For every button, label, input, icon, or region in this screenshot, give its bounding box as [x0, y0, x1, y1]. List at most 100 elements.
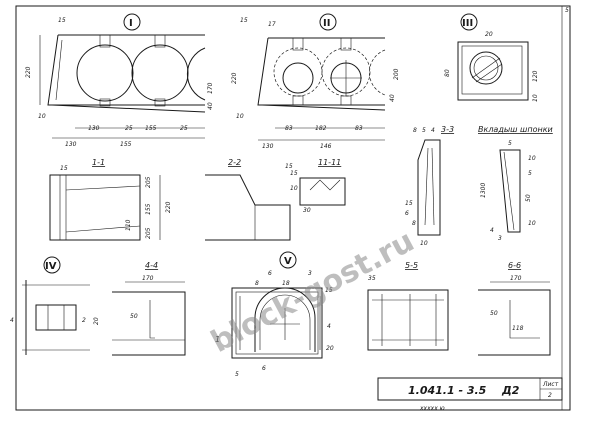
dim-label: 10: [528, 220, 536, 227]
hole-outline-hidden: [273, 47, 323, 97]
dim-label: 8: [412, 220, 416, 227]
key-insert-detail: Вкладыш шпонки 5 1300 10 5 50 10 4 3: [478, 125, 553, 242]
view-marker-circle: [43, 256, 61, 274]
dim-label: 18: [282, 280, 290, 287]
dim-label: 4: [327, 323, 331, 330]
slot: [292, 95, 304, 106]
section-edge: [424, 147, 429, 226]
dim-label: 5: [422, 127, 426, 134]
dim-label: 146: [320, 143, 332, 150]
bottom-stamp: ххххх ю: [419, 405, 445, 412]
section-outline: [478, 289, 551, 356]
dim-label: 50: [490, 310, 498, 317]
dim-label: 10: [532, 94, 539, 102]
dim-label: 15: [60, 165, 68, 172]
section-caption: 3-3: [441, 125, 454, 134]
section-5-5: 5-5 35: [367, 261, 449, 351]
sheet-label: Лист: [542, 381, 559, 388]
dim-label: 182: [315, 125, 327, 132]
dim-label: 80: [444, 69, 451, 77]
block-inner: [235, 291, 319, 355]
dim-label: 40: [389, 94, 396, 102]
panel-outline: [47, 34, 205, 106]
dim-label: 8: [413, 127, 417, 134]
sheet-frame: [15, 5, 571, 411]
dim-label: 4: [431, 127, 435, 134]
dim-label: 220: [165, 201, 172, 213]
dim-label: 155: [145, 125, 157, 132]
dim-label: 10: [290, 185, 298, 192]
dim-label: 120: [532, 70, 539, 82]
view-marker-circle: [460, 13, 478, 31]
dim-label: 170: [207, 82, 214, 94]
dim-label: 5: [235, 371, 239, 378]
dim-label: 118: [512, 325, 524, 332]
dim-label: 50: [130, 313, 138, 320]
dim-label: 10: [38, 113, 46, 120]
section-outline: [299, 177, 346, 206]
section-caption: 4-4: [145, 261, 158, 270]
dim-label: 83: [355, 125, 363, 132]
dim-label: 15: [240, 17, 248, 24]
view-5-roman: V: [284, 256, 292, 267]
dim-label: 10: [528, 155, 536, 162]
dim-label: 15: [290, 170, 298, 177]
section-zigzag: [309, 179, 341, 191]
hole-outline-partial: [369, 49, 386, 96]
panel-chamfer: [55, 39, 63, 101]
hole-circle: [76, 44, 134, 102]
title-block: 1.041.1 - 3.5 Д2 Лист 2 ххххх ю: [377, 377, 563, 412]
dim-label: 15: [58, 17, 66, 24]
dim-label: 170: [510, 275, 522, 282]
detail-inner-frame: [461, 45, 523, 95]
dim-label: 10: [236, 113, 244, 120]
dim-label: 40: [207, 102, 214, 110]
slot: [99, 34, 111, 48]
drawing-code: 1.041.1 - 3.5: [408, 384, 487, 397]
section-caption: 5-5: [405, 261, 418, 270]
slot: [340, 95, 352, 106]
slot: [154, 34, 166, 48]
hole-inner-circle: [473, 55, 499, 81]
dim-label: 4: [490, 227, 494, 234]
detail-outline: [457, 41, 529, 101]
dim-label: 5: [528, 170, 532, 177]
dim-label: 83: [285, 125, 293, 132]
dim-label: 30: [303, 207, 311, 214]
dim-label: 170: [142, 275, 154, 282]
view-2-roman: II: [323, 18, 330, 29]
dim-label: 155: [120, 141, 132, 148]
dim-label: 15: [405, 200, 413, 207]
dim-label: 8: [255, 280, 259, 287]
drawing-sheet-id: Д2: [501, 384, 520, 397]
dim-label: 130: [65, 141, 77, 148]
view-marker-circle: [319, 13, 337, 31]
section-3-3: 3-3 8 5 4 6 15 10 8: [405, 125, 454, 247]
section-outline: [417, 139, 441, 236]
view-marker-circle: [123, 13, 141, 31]
slot-opening: [35, 304, 77, 331]
dim-label: 155: [145, 203, 152, 215]
arch-rebar: [259, 294, 311, 350]
insert-outline: [499, 149, 521, 233]
insert-edge: [503, 151, 515, 231]
dim-label: 20: [485, 31, 493, 38]
dim-label: 6: [405, 210, 409, 217]
section-4-4: 4-4 170 50 20: [93, 261, 186, 356]
dim-label: 205: [145, 176, 152, 188]
position-label: 1: [215, 335, 220, 344]
dim-label: 220: [231, 72, 238, 84]
view-5-reinforcement: V 3 6 18 8 15 4 1 5 20 6: [215, 251, 334, 378]
hatch-line: [471, 57, 501, 79]
dim-label: 130: [88, 125, 100, 132]
section-edge: [431, 147, 435, 226]
section-caption: 1-1: [92, 158, 105, 167]
hole-circle: [131, 44, 189, 102]
view-1-roman: I: [129, 18, 133, 29]
dim-label: 15: [285, 163, 293, 170]
slot: [99, 98, 111, 107]
section-outline: [49, 174, 141, 241]
dim-label: 35: [368, 275, 376, 282]
section-outline: [112, 291, 186, 356]
section-caption: 11-11: [318, 158, 341, 167]
